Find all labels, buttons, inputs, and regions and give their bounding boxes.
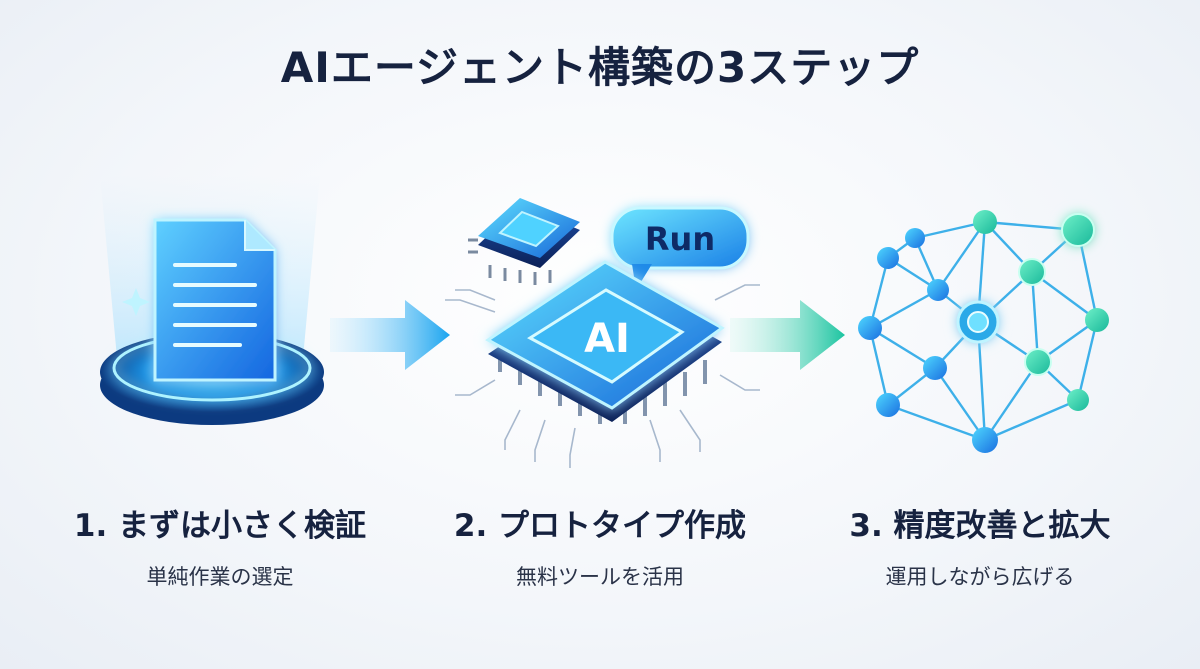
- step-2-subtitle: 無料ツールを活用: [516, 565, 684, 589]
- arrow-right-icon: [330, 300, 450, 370]
- step-2-title: 2. プロトタイプ作成: [453, 508, 747, 544]
- page-title: AIエージェント構築の3ステップ: [280, 43, 920, 92]
- ai-chip-icon: AI: [485, 260, 725, 424]
- network-icon: [858, 210, 1109, 453]
- step-3-title: 3. 精度改善と拡大: [849, 508, 1111, 544]
- step-1: 1. まずは小さく検証 単純作業の選定: [50, 500, 390, 591]
- arrow-right-icon-2: [730, 300, 845, 370]
- run-label: Run: [645, 220, 715, 258]
- step-1-subtitle: 単純作業の選定: [146, 565, 294, 589]
- ai-chip-label: AI: [584, 316, 630, 362]
- step-2: 2. プロトタイプ作成 無料ツールを活用: [430, 500, 770, 591]
- step-3: 3. 精度改善と拡大 運用しながら広げる: [810, 500, 1150, 591]
- document-icon: [100, 175, 324, 425]
- small-chip-icon: [468, 198, 580, 285]
- step-3-subtitle: 運用しながら広げる: [885, 565, 1075, 589]
- step-1-title: 1. まずは小さく検証: [73, 508, 367, 544]
